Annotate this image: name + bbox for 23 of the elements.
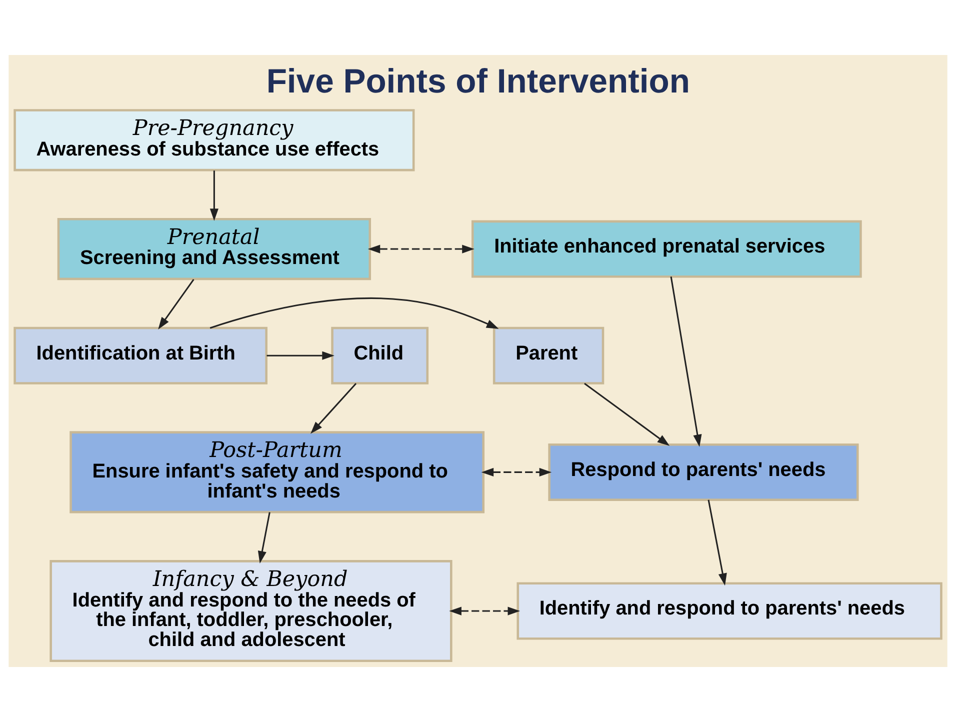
arrow — [266, 350, 334, 360]
arrow — [708, 499, 727, 586]
arrow — [258, 512, 270, 563]
node-box: Prenatal Screening and Assessment — [57, 217, 372, 280]
arrow — [158, 278, 194, 329]
node-box: Identification at Birth — [14, 326, 268, 384]
arrow — [210, 296, 499, 328]
node-box: Parent — [492, 326, 604, 384]
arrow — [210, 170, 218, 220]
node-box: Infancy & Beyond Identify and respond to the needs of the infant, toddler, preschooler, child and adolescent — [50, 560, 452, 662]
node-box: Pre-Pregnancy Awareness of substance use effects — [14, 108, 415, 171]
arrow — [368, 244, 474, 253]
arrow — [584, 382, 670, 446]
node-box: Post-Partum Ensure infant's safety and respond to infant's needs — [70, 430, 485, 513]
node-box: Respond to parents' needs — [548, 442, 859, 500]
diagram-title: Five Points of Intervention — [266, 62, 690, 100]
node-box: Initiate enhanced prenatal services — [471, 220, 862, 278]
node-box: Child — [331, 326, 429, 384]
arrow — [670, 276, 702, 446]
arrow — [449, 606, 520, 615]
arrow — [481, 467, 552, 476]
node-box: Identify and respond to parents' needs — [516, 582, 942, 640]
arrow — [310, 382, 357, 434]
